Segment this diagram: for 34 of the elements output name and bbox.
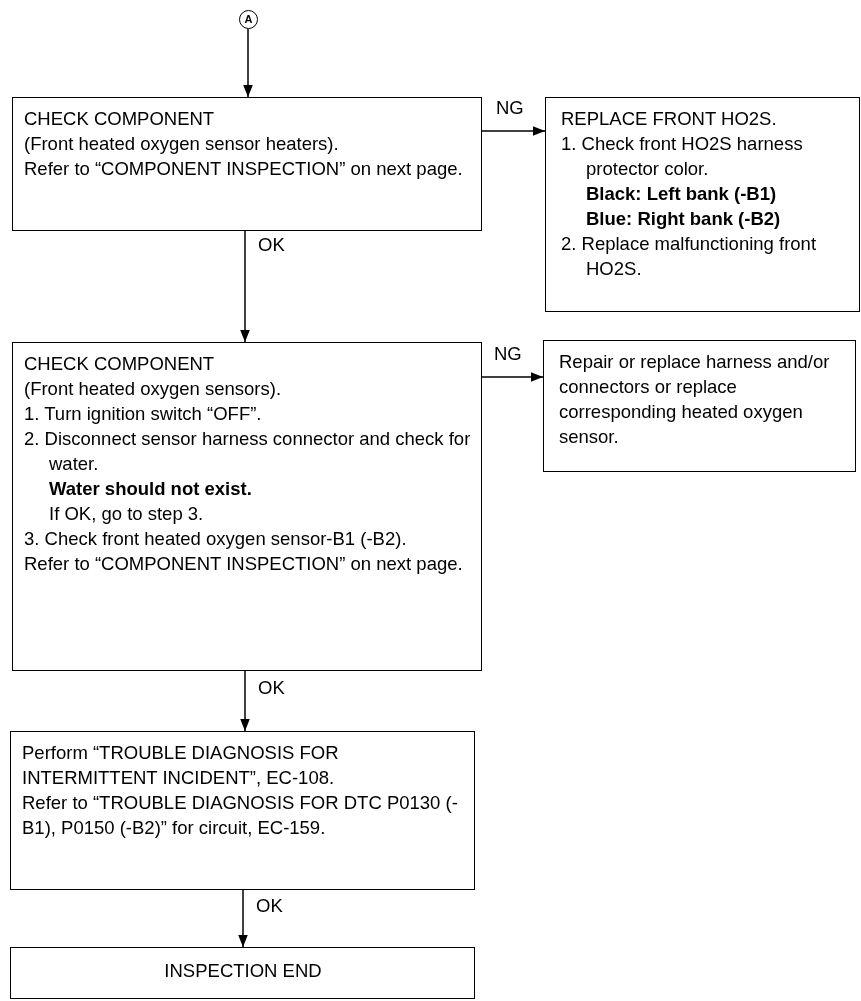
step-text: Black: Left bank (-B1): [585, 182, 778, 206]
step-text: 3. Check front heated oxygen sensor-B1 (-B2).: [24, 527, 408, 551]
step-heading: REPLACE FRONT HO2S.: [561, 107, 778, 131]
connector-letter: A: [244, 14, 253, 25]
process-box: [543, 340, 856, 472]
arrow: [243, 28, 253, 98]
arrow: [481, 126, 546, 136]
arrow: [481, 372, 544, 382]
step-heading: CHECK COMPONENT: [24, 107, 216, 131]
step-text: 2. Replace malfunctioning front HO2S.: [561, 232, 818, 281]
process-box: [10, 947, 475, 999]
step-text: If OK, go to step 3.: [48, 502, 205, 526]
step-text: Blue: Right bank (-B2): [585, 207, 782, 231]
step-text: Refer to “COMPONENT INSPECTION” on next page.: [24, 157, 464, 181]
step-text: 1. Turn ignition switch “OFF”.: [24, 402, 263, 426]
arrow: [240, 670, 250, 732]
process-box: [10, 731, 475, 890]
step-text: 2. Disconnect sensor harness connector and check for water.: [24, 427, 471, 476]
step-text: Refer to “TROUBLE DIAGNOSIS FOR DTC P0130 (-B1), P0150 (-B2)” for circuit, EC-159.: [22, 791, 459, 840]
step-text: INSPECTION END: [163, 959, 323, 983]
arrow: [240, 230, 250, 343]
step-text: (Front heated oxygen sensors).: [24, 377, 283, 401]
connector-circle: [239, 10, 258, 29]
step-text: Repair or replace harness and/or connectors or replace corresponding heated oxygen sensor.: [559, 350, 831, 449]
step-heading: Perform “TROUBLE DIAGNOSIS FOR INTERMITTENT INCIDENT”, EC-108.: [22, 741, 340, 790]
process-box: [12, 97, 482, 231]
step-text: (Front heated oxygen sensor heaters).: [24, 132, 340, 156]
step-text: Water should not exist.: [48, 477, 253, 501]
step-heading: CHECK COMPONENT: [24, 352, 216, 376]
step-text: Refer to “COMPONENT INSPECTION” on next page.: [24, 552, 464, 576]
process-box: [12, 342, 482, 671]
step-text: 1. Check front HO2S harness protector color.: [561, 132, 804, 181]
arrow: [238, 889, 248, 948]
process-box: [545, 97, 860, 312]
